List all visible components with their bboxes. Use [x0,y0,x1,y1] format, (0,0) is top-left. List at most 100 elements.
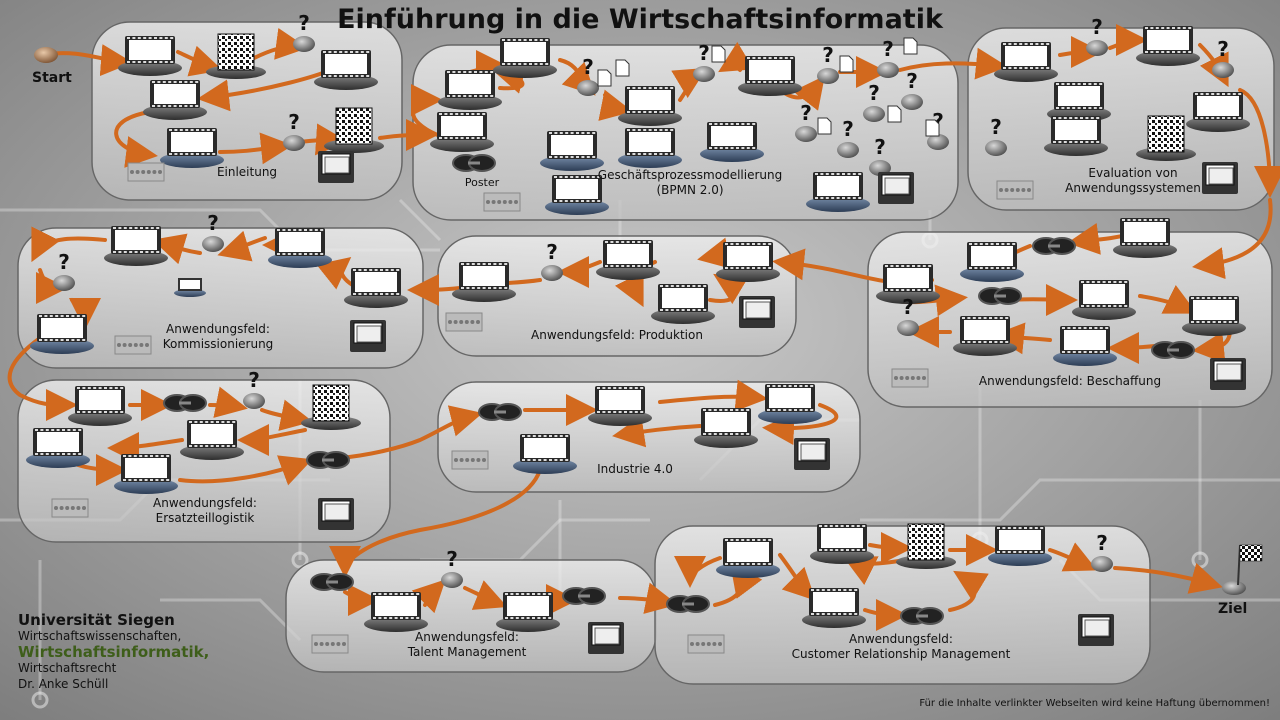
photo-thumbnail-icon[interactable] [451,450,489,470]
video-screen-icon[interactable] [545,175,609,215]
window-icon[interactable] [1210,358,1246,390]
video-screen-icon[interactable] [1053,326,1117,366]
window-icon[interactable] [350,320,386,352]
video-screen-icon[interactable] [513,434,577,474]
video-screen-icon[interactable] [1136,26,1200,66]
chain-link-icon[interactable] [1151,341,1195,359]
video-screen-icon[interactable] [118,36,182,76]
chain-link-icon[interactable] [163,394,207,412]
question-mark-icon[interactable]: ? [901,69,923,110]
video-screen-icon[interactable] [364,592,428,632]
question-mark-icon[interactable]: ? [243,368,265,409]
document-icon[interactable] [925,119,940,137]
video-screen-icon[interactable] [344,268,408,308]
window-icon[interactable] [588,622,624,654]
question-mark-icon[interactable]: ? [863,81,885,122]
question-mark-icon[interactable]: ? [927,109,949,150]
chain-link-icon[interactable] [978,287,1022,305]
window-icon[interactable] [739,296,775,328]
chain-link-icon[interactable] [900,607,944,625]
document-icon[interactable] [711,45,726,63]
video-screen-icon[interactable] [493,38,557,78]
video-screen-icon[interactable] [806,172,870,212]
chain-link-icon[interactable] [306,451,350,469]
window-icon[interactable] [318,151,354,183]
checkered-flag-icon[interactable] [1222,544,1263,595]
chain-link-icon[interactable] [562,587,606,605]
window-icon[interactable] [794,438,830,470]
chain-link-icon[interactable] [1032,237,1076,255]
chain-link-icon[interactable] [452,154,496,172]
video-screen-icon[interactable] [618,86,682,126]
document-icon[interactable] [615,59,630,77]
start-marker-icon[interactable] [34,47,58,63]
video-screen-icon[interactable] [994,42,1058,82]
photo-thumbnail-icon[interactable] [127,162,165,182]
video-screen-icon[interactable] [114,454,178,494]
video-screen-icon[interactable] [960,242,1024,282]
photo-thumbnail-icon[interactable] [114,335,152,355]
video-screen-icon[interactable] [876,264,940,304]
qr-code-icon[interactable] [1136,115,1196,161]
document-icon[interactable] [817,117,832,135]
photo-thumbnail-icon[interactable] [891,368,929,388]
question-mark-icon[interactable]: ? [202,211,224,252]
video-screen-icon[interactable] [810,524,874,564]
question-mark-icon[interactable]: ? [693,41,715,82]
video-screen-icon[interactable] [1044,116,1108,156]
video-screen-icon[interactable] [802,588,866,628]
document-icon[interactable] [839,55,854,73]
qr-code-icon[interactable] [896,523,956,569]
video-screen-icon[interactable] [588,386,652,426]
window-icon[interactable] [1202,162,1238,194]
question-mark-icon[interactable]: ? [283,110,305,151]
question-mark-icon[interactable]: ? [53,250,75,291]
qr-code-icon[interactable] [324,107,384,153]
window-icon[interactable] [1078,614,1114,646]
photo-thumbnail-icon[interactable] [996,180,1034,200]
video-screen-icon[interactable] [953,316,1017,356]
document-icon[interactable] [903,37,918,55]
question-mark-icon[interactable]: ? [897,295,919,336]
video-screen-icon[interactable] [651,284,715,324]
video-screen-icon[interactable] [26,428,90,468]
video-screen-icon[interactable] [438,70,502,110]
question-mark-icon[interactable]: ? [1091,531,1113,572]
photo-thumbnail-icon[interactable] [483,192,521,212]
small-screen-icon[interactable] [174,278,206,297]
question-mark-icon[interactable]: ? [541,240,563,281]
video-screen-icon[interactable] [1186,92,1250,132]
video-screen-icon[interactable] [1113,218,1177,258]
question-mark-icon[interactable]: ? [293,11,315,52]
video-screen-icon[interactable] [618,128,682,168]
question-mark-icon[interactable]: ? [577,55,599,96]
video-screen-icon[interactable] [30,314,94,354]
video-screen-icon[interactable] [430,112,494,152]
video-screen-icon[interactable] [104,226,168,266]
question-mark-icon[interactable]: ? [1086,15,1108,56]
video-screen-icon[interactable] [1182,296,1246,336]
question-mark-icon[interactable]: ? [441,547,463,588]
document-icon[interactable] [597,69,612,87]
photo-thumbnail-icon[interactable] [311,634,349,654]
chain-link-icon[interactable] [666,595,710,613]
window-icon[interactable] [878,172,914,204]
video-screen-icon[interactable] [160,128,224,168]
photo-thumbnail-icon[interactable] [687,634,725,654]
video-screen-icon[interactable] [716,538,780,578]
video-screen-icon[interactable] [496,592,560,632]
video-screen-icon[interactable] [540,131,604,171]
video-screen-icon[interactable] [314,50,378,90]
photo-thumbnail-icon[interactable] [51,498,89,518]
video-screen-icon[interactable] [716,242,780,282]
question-mark-icon[interactable]: ? [837,117,859,158]
question-mark-icon[interactable]: ? [985,115,1007,156]
video-screen-icon[interactable] [180,420,244,460]
qr-code-icon[interactable] [301,384,361,430]
question-mark-icon[interactable]: ? [817,43,839,84]
video-screen-icon[interactable] [1072,280,1136,320]
chain-link-icon[interactable] [478,403,522,421]
chain-link-icon[interactable] [310,573,354,591]
document-icon[interactable] [887,105,902,123]
video-screen-icon[interactable] [988,526,1052,566]
